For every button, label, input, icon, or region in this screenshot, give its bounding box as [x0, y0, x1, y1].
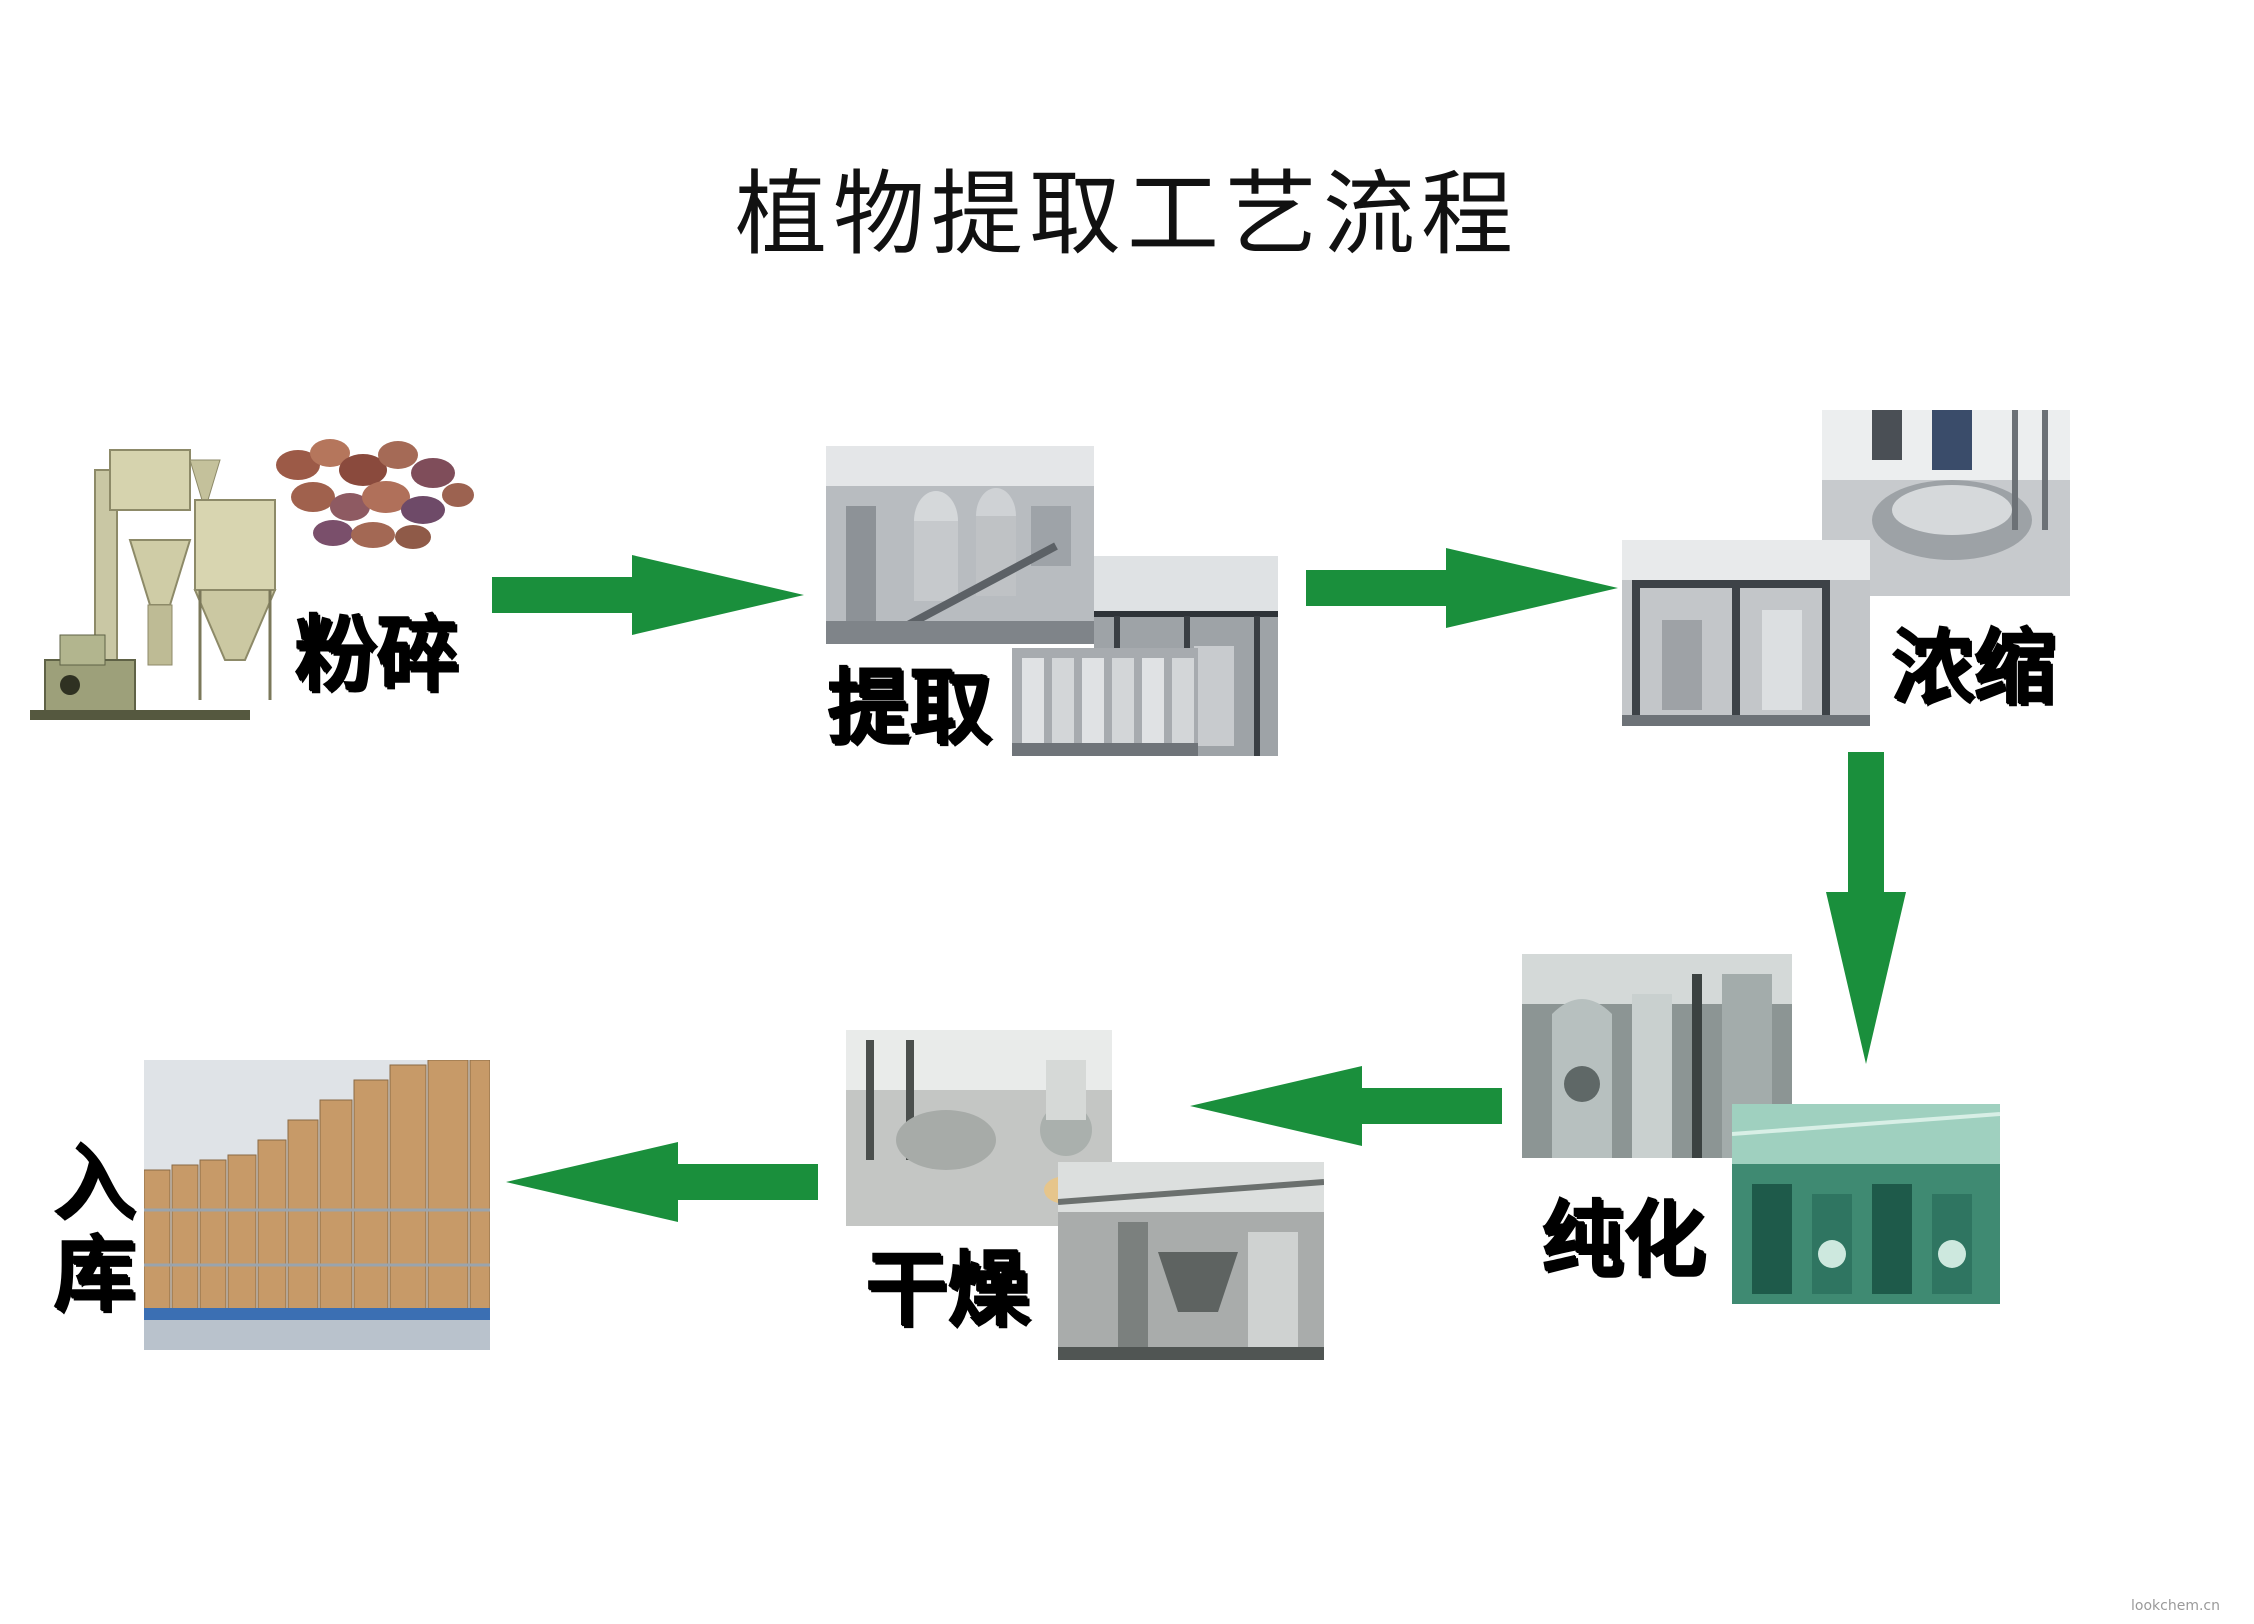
- arrow-left-icon: [1190, 1066, 1502, 1146]
- warehouse-drums-photo: [144, 1060, 490, 1350]
- page-title: 植物提取工艺流程: [734, 161, 1519, 268]
- step-label-extraction: 提取: [828, 661, 993, 756]
- concentration-equipment-photo: [1822, 410, 2070, 596]
- step-label-warehousing: 入库: [53, 1136, 136, 1323]
- step-label-purification: 纯化: [1542, 1193, 1707, 1288]
- extraction-equipment-photo: [826, 446, 1094, 644]
- arrow-down-icon: [1826, 752, 1906, 1064]
- extraction-columns-photo: [1012, 648, 1198, 756]
- watermark: lookchem.cn: [2131, 1598, 2220, 1614]
- step-label-grinding: 粉碎: [295, 608, 460, 703]
- purification-workshop-photo: [1732, 1104, 2000, 1304]
- arrow-right-icon: [1306, 548, 1618, 628]
- arrow-right-icon: [492, 555, 804, 635]
- drying-line-photo: [1058, 1162, 1324, 1360]
- raw-material-seeds-illustration: [268, 425, 478, 555]
- step-label-drying: 干燥: [866, 1243, 1031, 1338]
- grinding-machine-illustration: [30, 430, 320, 730]
- concentration-frame-photo: [1622, 540, 1870, 726]
- arrow-left-icon: [506, 1142, 818, 1222]
- step-label-concentration: 浓缩: [1892, 621, 2057, 716]
